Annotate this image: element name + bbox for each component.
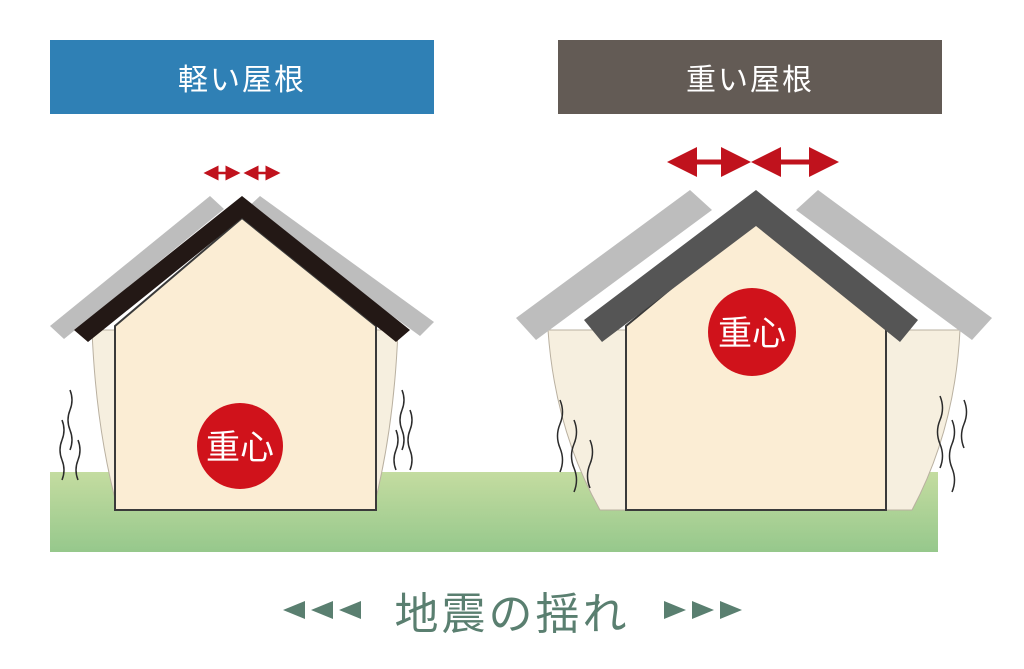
chevron-right-icon bbox=[691, 601, 714, 619]
chevron-left-icon bbox=[338, 601, 361, 619]
left-chevrons bbox=[282, 601, 361, 619]
center-of-gravity-label-light: 重心 bbox=[206, 428, 274, 468]
chevron-left-icon bbox=[310, 601, 333, 619]
chevron-left-icon bbox=[282, 601, 305, 619]
sway-ghost-left bbox=[547, 329, 627, 511]
shake-marks-right bbox=[936, 395, 968, 493]
shake-marks-left bbox=[59, 389, 81, 481]
ghost-roof-left bbox=[516, 190, 712, 340]
center-of-gravity-light bbox=[197, 403, 283, 489]
heavy-roof-title: 重い屋根 bbox=[558, 40, 942, 114]
ghost-roof-left bbox=[50, 196, 224, 339]
light-roof-title: 軽い屋根 bbox=[50, 40, 434, 114]
right-chevrons bbox=[663, 601, 742, 619]
chevron-right-icon bbox=[719, 601, 742, 619]
caption-text: 地震の揺れ bbox=[394, 589, 630, 640]
earthquake-caption: 地震の揺れ bbox=[0, 578, 1024, 642]
ghost-roof-right bbox=[246, 196, 434, 336]
shake-marks-left bbox=[556, 399, 594, 493]
ghost-roof-right bbox=[796, 190, 992, 340]
heavy-roof-house: 重心 bbox=[516, 147, 992, 511]
shake-marks-right bbox=[393, 389, 413, 471]
sway-ghost-right bbox=[885, 329, 961, 511]
house-wall bbox=[114, 216, 377, 511]
chevron-right-icon bbox=[663, 601, 686, 619]
light-roof-house: 重心 bbox=[50, 165, 434, 511]
center-of-gravity-label-heavy: 重心 bbox=[718, 314, 786, 354]
heavy-roof bbox=[584, 190, 918, 342]
center-of-gravity-heavy bbox=[708, 288, 796, 376]
